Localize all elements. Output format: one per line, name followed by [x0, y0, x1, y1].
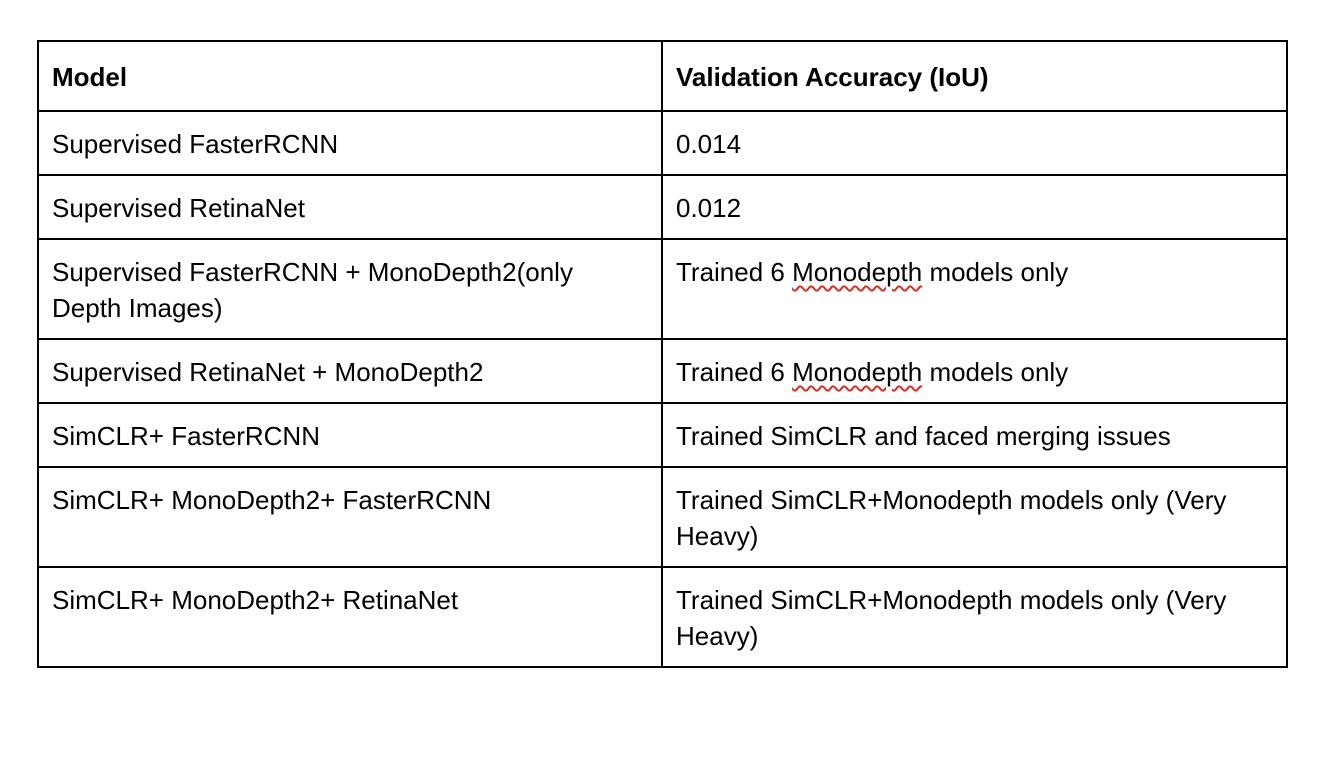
model-cell: SimCLR+ FasterRCNN: [37, 402, 663, 468]
model-cell: Supervised RetinaNet: [37, 174, 663, 240]
accuracy-text: 0.012: [676, 193, 742, 223]
accuracy-cell: Trained 6 Monodepth models only: [661, 338, 1288, 404]
accuracy-cell: 0.012: [661, 174, 1288, 240]
accuracy-text-prefix: Trained 6: [676, 357, 793, 387]
header-row: Model Validation Accuracy (IoU): [37, 40, 1288, 112]
table-row: SimCLR+ MonoDepth2+ RetinaNet Trained Si…: [37, 566, 1288, 668]
accuracy-cell: Trained SimCLR+Monodepth models only (Ve…: [661, 566, 1288, 668]
accuracy-text-prefix: Trained 6: [676, 257, 793, 287]
accuracy-cell: 0.014: [661, 110, 1288, 176]
results-table: Model Validation Accuracy (IoU) Supervis…: [37, 40, 1288, 668]
spellcheck-flagged-word[interactable]: Monodepth: [792, 257, 923, 287]
accuracy-cell: Trained 6 Monodepth models only: [661, 238, 1288, 340]
header-validation-accuracy: Validation Accuracy (IoU): [661, 40, 1288, 112]
model-cell: Supervised RetinaNet + MonoDepth2: [37, 338, 663, 404]
accuracy-text: 0.014: [676, 129, 742, 159]
table-row: Supervised FasterRCNN 0.014: [37, 110, 1288, 176]
model-cell: SimCLR+ MonoDepth2+ FasterRCNN: [37, 466, 663, 568]
table-row: Supervised RetinaNet 0.012: [37, 174, 1288, 240]
header-model: Model: [37, 40, 663, 112]
spellcheck-flagged-word[interactable]: Monodepth: [792, 357, 923, 387]
accuracy-text-suffix: models only: [922, 357, 1069, 387]
accuracy-cell: Trained SimCLR+Monodepth models only (Ve…: [661, 466, 1288, 568]
accuracy-text: Trained SimCLR+Monodepth models only (Ve…: [676, 585, 1227, 651]
accuracy-text: Trained SimCLR+Monodepth models only (Ve…: [676, 485, 1227, 551]
table-row: Supervised FasterRCNN + MonoDepth2(only …: [37, 238, 1288, 340]
table-row: SimCLR+ FasterRCNN Trained SimCLR and fa…: [37, 402, 1288, 468]
accuracy-text: Trained SimCLR and faced merging issues: [676, 421, 1171, 451]
model-cell: Supervised FasterRCNN + MonoDepth2(only …: [37, 238, 663, 340]
model-cell: SimCLR+ MonoDepth2+ RetinaNet: [37, 566, 663, 668]
model-cell: Supervised FasterRCNN: [37, 110, 663, 176]
accuracy-text-suffix: models only: [922, 257, 1069, 287]
table-row: SimCLR+ MonoDepth2+ FasterRCNN Trained S…: [37, 466, 1288, 568]
table-row: Supervised RetinaNet + MonoDepth2 Traine…: [37, 338, 1288, 404]
accuracy-cell: Trained SimCLR and faced merging issues: [661, 402, 1288, 468]
